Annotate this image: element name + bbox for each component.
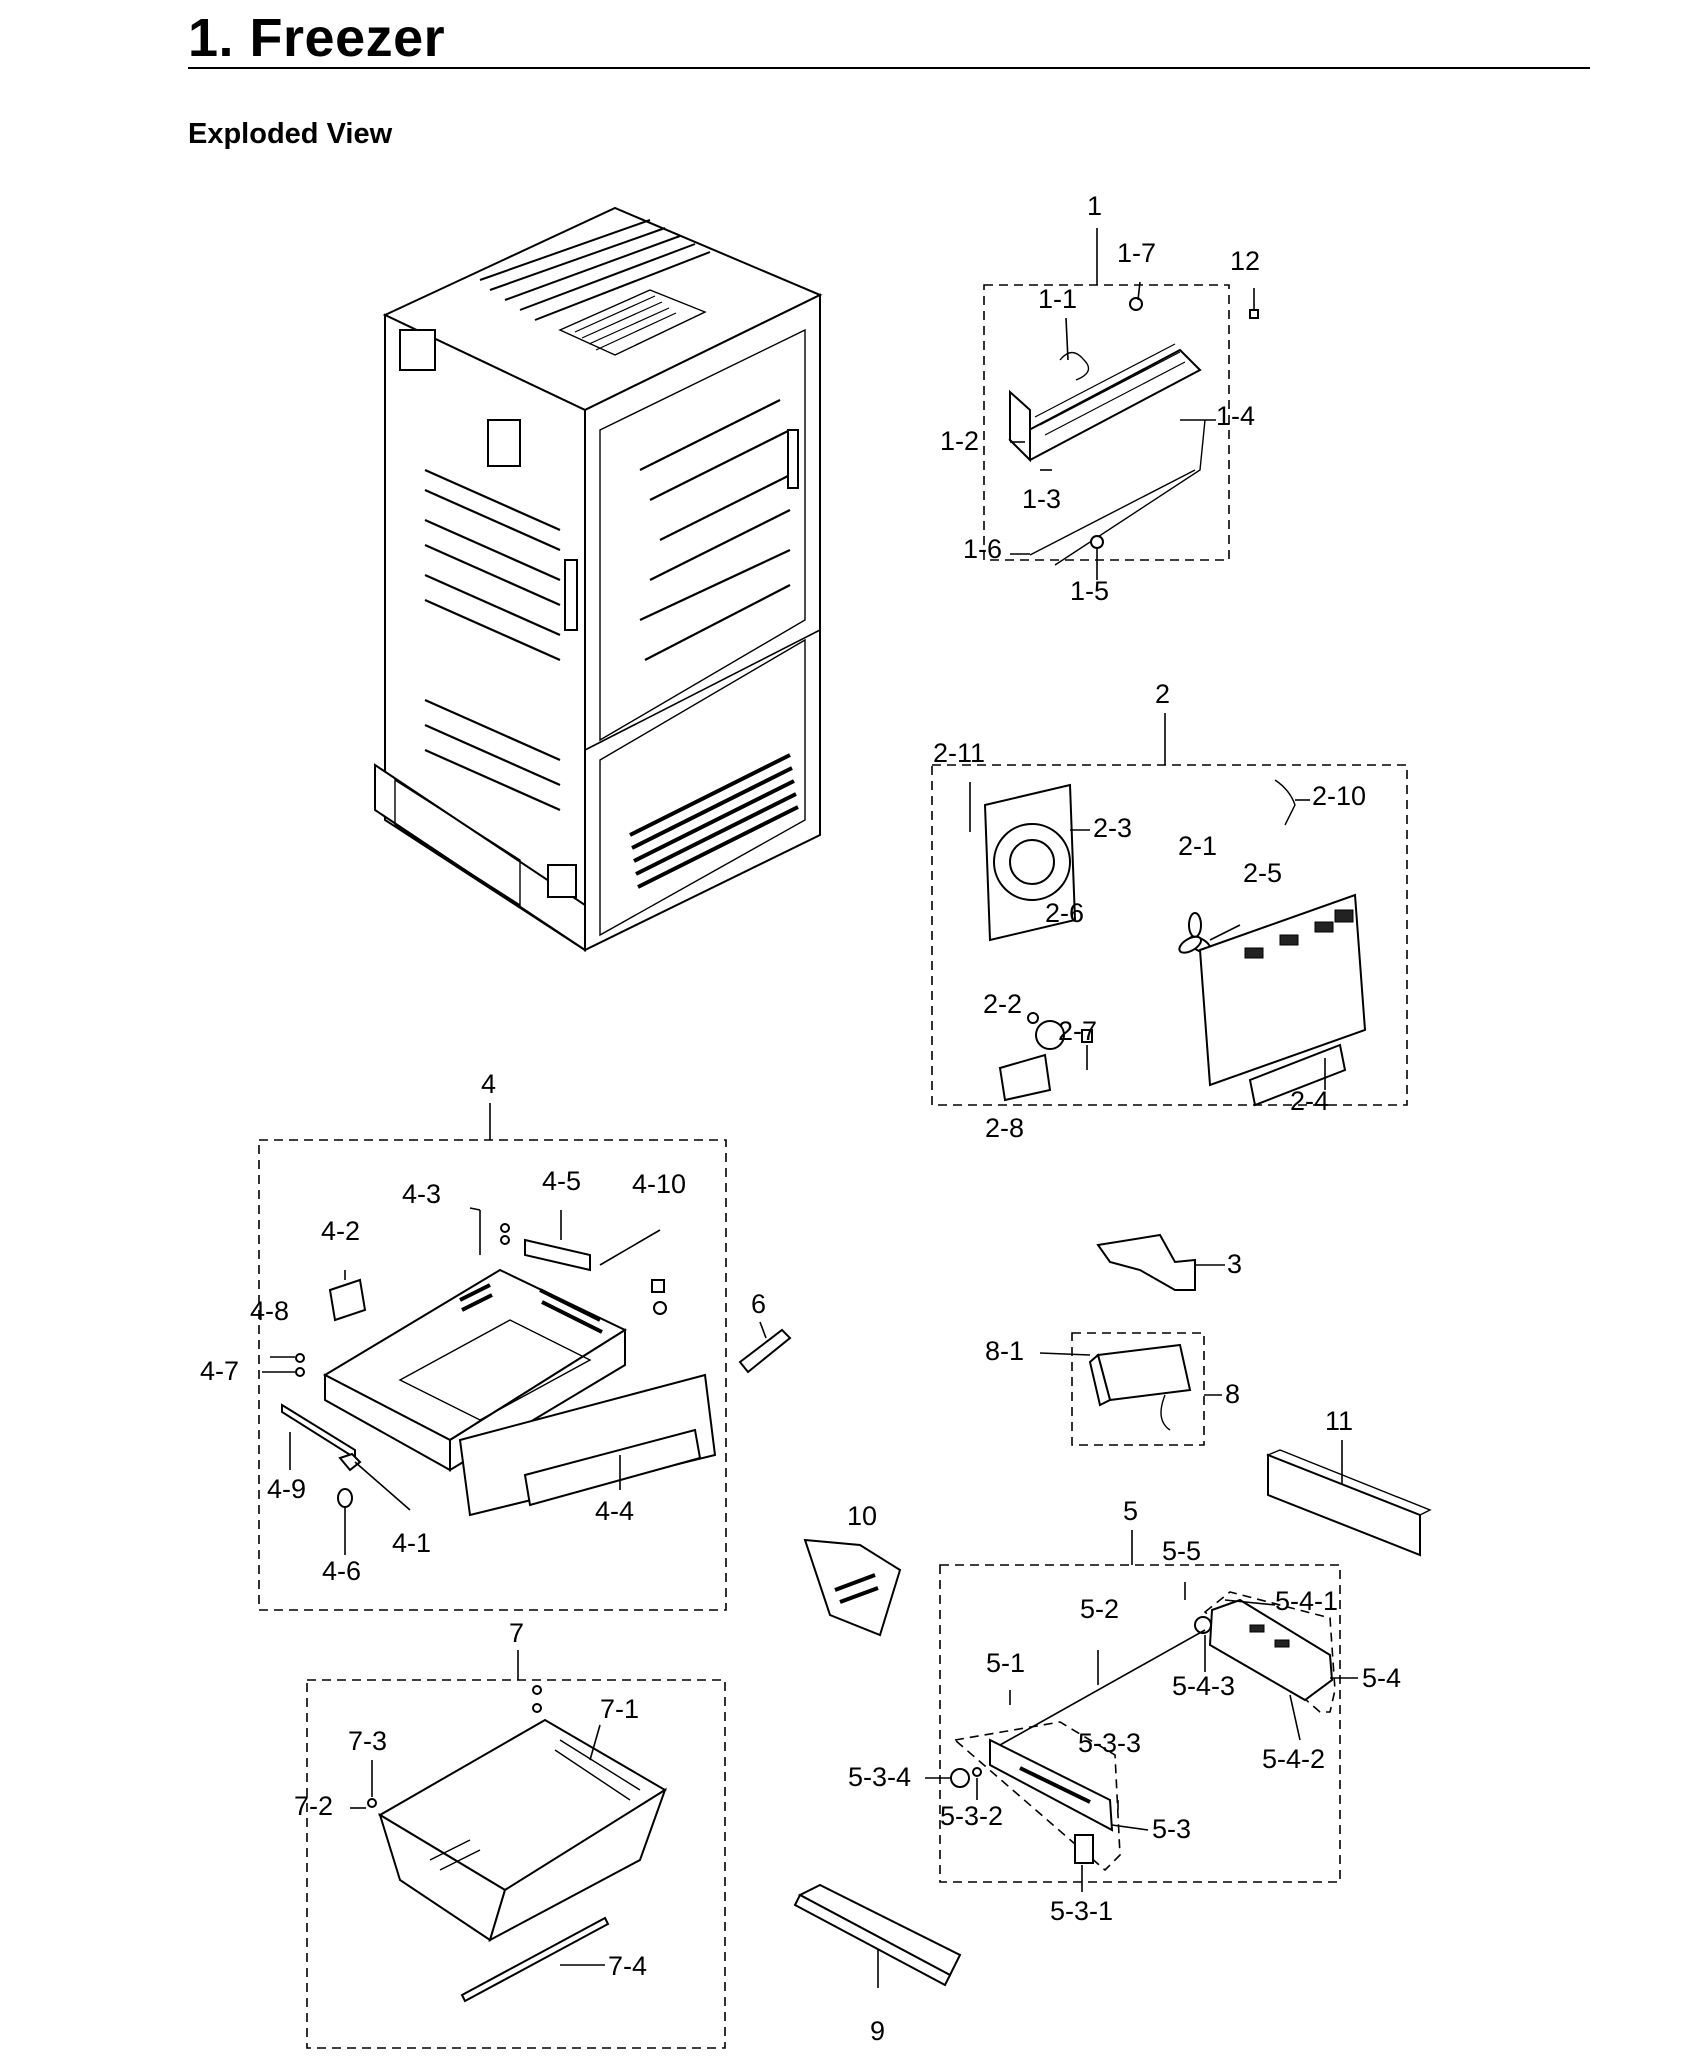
callout-4-10: 4-10 bbox=[632, 1169, 686, 1199]
part-11-rail bbox=[1266, 1440, 1432, 1557]
callout-1-7: 1-7 bbox=[1117, 238, 1156, 268]
callout-8: 8 bbox=[1225, 1379, 1240, 1409]
assembly-1-evaporator bbox=[983, 228, 1259, 580]
assembly-7-lower-basket bbox=[306, 1650, 726, 2049]
group-box-2 bbox=[931, 764, 1408, 1106]
callout-12: 12 bbox=[1230, 246, 1260, 276]
title-rule bbox=[188, 67, 1590, 69]
callout-4-7: 4-7 bbox=[200, 1356, 239, 1386]
callout-5-5: 5-5 bbox=[1162, 1536, 1201, 1566]
callout-4-3: 4-3 bbox=[402, 1179, 441, 1209]
callout-1-5: 1-5 bbox=[1070, 576, 1109, 606]
callout-4-2: 4-2 bbox=[321, 1216, 360, 1246]
group-box-5 bbox=[939, 1564, 1341, 1883]
callout-5-3-3: 5-3-3 bbox=[1078, 1728, 1141, 1758]
callout-9: 9 bbox=[870, 2016, 885, 2046]
drawer-front bbox=[458, 1373, 717, 1517]
callout-1-2: 1-2 bbox=[940, 426, 979, 456]
callout-2-11: 2-11 bbox=[933, 738, 985, 768]
callout-5-2: 5-2 bbox=[1080, 1594, 1119, 1624]
callout-4-6: 4-6 bbox=[322, 1556, 361, 1586]
callout-2-4: 2-4 bbox=[1290, 1086, 1329, 1116]
callout-7-2: 7-2 bbox=[294, 1791, 333, 1821]
callout-labels: 1 1-7 12 1-1 1-4 1-2 1-3 1-6 1-5 2 2-11 … bbox=[200, 191, 1401, 2046]
callout-5-3-1: 5-3-1 bbox=[1050, 1896, 1113, 1926]
callout-5-3-2: 5-3-2 bbox=[940, 1801, 1003, 1831]
assembly-5-slide-rail bbox=[925, 1530, 1358, 1892]
group-box-7 bbox=[306, 1679, 726, 2049]
callout-5-4-1: 5-4-1 bbox=[1275, 1586, 1338, 1616]
freezer-cabinet bbox=[374, 206, 823, 952]
callout-5: 5 bbox=[1123, 1496, 1138, 1526]
callout-4-5: 4-5 bbox=[542, 1166, 581, 1196]
callout-10: 10 bbox=[847, 1501, 877, 1531]
callout-3: 3 bbox=[1227, 1249, 1242, 1279]
callout-5-4: 5-4 bbox=[1362, 1663, 1401, 1693]
callout-1: 1 bbox=[1087, 191, 1102, 221]
callout-4-4: 4-4 bbox=[595, 1496, 634, 1526]
callout-2-6: 2-6 bbox=[1045, 898, 1084, 928]
callout-2-3: 2-3 bbox=[1093, 813, 1132, 843]
callout-5-4-2: 5-4-2 bbox=[1262, 1744, 1325, 1774]
callout-2-2: 2-2 bbox=[983, 989, 1022, 1019]
callout-7-1: 7-1 bbox=[600, 1694, 639, 1724]
callout-1-6: 1-6 bbox=[963, 534, 1002, 564]
part-9-cover bbox=[793, 1883, 962, 1988]
part-6-rail-bar bbox=[738, 1321, 792, 1374]
callout-4-9: 4-9 bbox=[267, 1474, 306, 1504]
evaporator-cover bbox=[1198, 893, 1367, 1087]
callout-5-3: 5-3 bbox=[1152, 1814, 1191, 1844]
assembly-8 bbox=[1039, 1332, 1222, 1446]
group-box-4 bbox=[258, 1139, 727, 1611]
callout-8-1: 8-1 bbox=[985, 1336, 1024, 1366]
callout-2-1: 2-1 bbox=[1178, 831, 1217, 861]
callout-5-4-3: 5-4-3 bbox=[1172, 1671, 1235, 1701]
cabinet-front-opening bbox=[584, 293, 821, 952]
callout-4-1: 4-1 bbox=[392, 1528, 431, 1558]
callout-7: 7 bbox=[509, 1618, 524, 1648]
part-10-divider bbox=[803, 1538, 902, 1637]
callout-5-3-4: 5-3-4 bbox=[848, 1762, 911, 1792]
assembly-4-upper-drawer bbox=[258, 1103, 727, 1611]
callout-1-4: 1-4 bbox=[1216, 401, 1255, 431]
group-box-1 bbox=[983, 284, 1230, 561]
callout-2-7: 2-7 bbox=[1058, 1016, 1097, 1046]
callout-4-8: 4-8 bbox=[250, 1296, 289, 1326]
callout-5-1: 5-1 bbox=[986, 1648, 1025, 1678]
callout-4: 4 bbox=[481, 1069, 496, 1099]
evaporator-coil bbox=[1008, 348, 1202, 462]
callout-11: 11 bbox=[1325, 1406, 1353, 1436]
callout-2-8: 2-8 bbox=[985, 1113, 1024, 1143]
callout-2: 2 bbox=[1155, 679, 1170, 709]
page-title: 1. Freezer bbox=[188, 8, 446, 68]
assembly-2-fan-cover bbox=[931, 713, 1408, 1107]
section-subtitle: Exploded View bbox=[188, 118, 393, 150]
group-box-8 bbox=[1071, 1332, 1205, 1446]
part-3-bracket bbox=[1096, 1233, 1225, 1291]
callout-1-1: 1-1 bbox=[1038, 284, 1077, 314]
callout-2-10: 2-10 bbox=[1312, 781, 1366, 811]
callout-2-5: 2-5 bbox=[1243, 858, 1282, 888]
callout-1-3: 1-3 bbox=[1022, 484, 1061, 514]
callout-7-4: 7-4 bbox=[608, 1951, 647, 1981]
callout-6: 6 bbox=[751, 1289, 766, 1319]
callout-7-3: 7-3 bbox=[348, 1726, 387, 1756]
